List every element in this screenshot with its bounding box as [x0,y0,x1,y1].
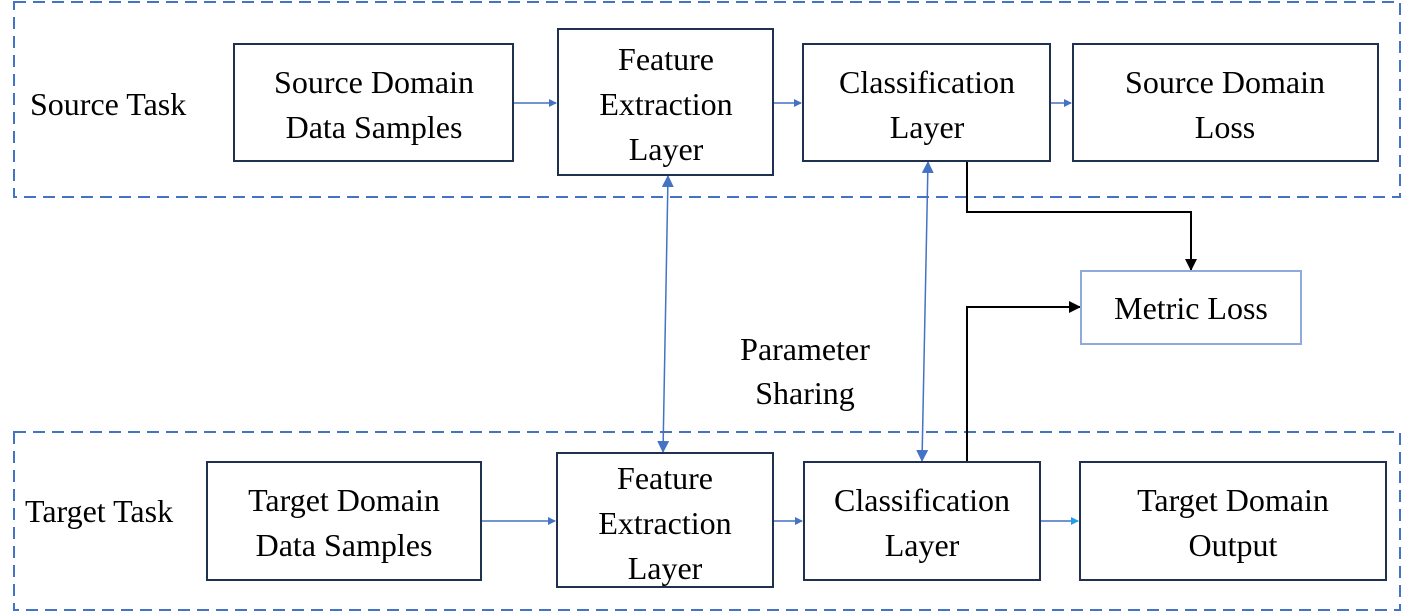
target-feature-extraction-box: Feature Extraction Layer [556,452,774,588]
box-text: Output [1189,527,1278,563]
source-classification-box: Classification Layer [802,43,1051,162]
box-text: Classification [834,482,1010,518]
parameter-sharing-label: Parameter [740,331,870,367]
target-domain-output-box: Target Domain Output [1079,461,1387,581]
source-domain-loss-box: Source Domain Loss [1072,43,1379,162]
source-task-region [13,1,1401,198]
target-data-samples-box: Target Domain Data Samples [206,461,482,581]
box-text: Extraction [598,505,731,541]
source-data-samples-box: Source Domain Data Samples [233,43,514,162]
source-feature-extraction-box: Feature Extraction Layer [557,28,774,176]
box-text: Target Domain [248,482,440,518]
metric-loss-box: Metric Loss [1080,270,1302,345]
box-text: Loss [1195,109,1255,145]
box-text: Data Samples [256,527,433,563]
arrow-tgt-class-to-metric [966,301,1081,462]
box-text: Feature [617,460,713,496]
box-text: Target Domain [1137,482,1329,518]
box-text: Layer [890,109,965,145]
box-text: Classification [839,64,1015,100]
target-task-region [13,431,1401,611]
source-task-label: Source Task [30,86,186,122]
classification-sharing-arrow [916,161,934,462]
target-classification-box: Classification Layer [803,461,1041,581]
box-text: Metric Loss [1114,290,1268,326]
parameter-sharing-label: Sharing [755,375,855,411]
box-text: Source Domain [274,64,474,100]
arrow-src-class-to-metric [966,161,1197,271]
box-text: Source Domain [1125,64,1325,100]
box-text: Layer [629,131,704,167]
box-text: Data Samples [286,109,463,145]
box-text: Extraction [599,86,732,122]
target-task-label: Target Task [25,493,173,529]
box-text: Layer [628,550,703,586]
box-text: Feature [618,41,714,77]
feature-sharing-arrow [657,175,674,453]
box-text: Layer [885,527,960,563]
